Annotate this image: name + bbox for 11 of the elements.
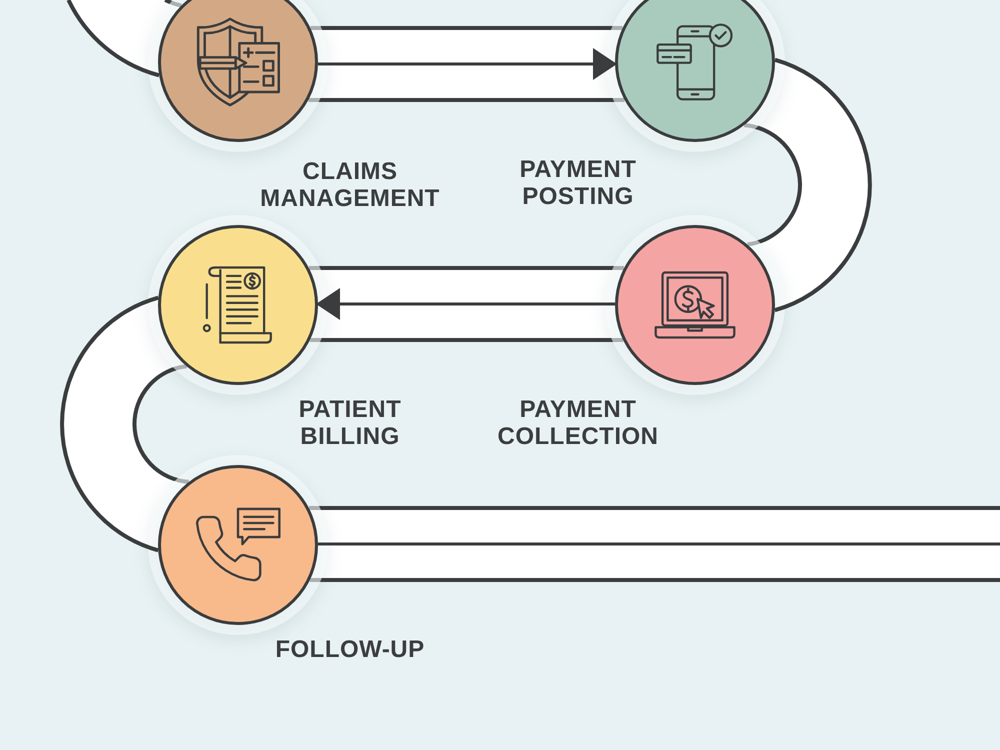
step-label: FOLLOW-UP (274, 636, 426, 663)
arrow (318, 48, 617, 80)
arrow (316, 288, 615, 320)
step-circle (615, 0, 775, 142)
curved-road-line (66, 0, 160, 78)
curved-road-line (60, 296, 159, 552)
step-label: PAYMENT COLLECTION (496, 396, 660, 450)
curved-road-line (774, 58, 872, 312)
step-label: PATIENT BILLING (298, 396, 402, 450)
step-label: PAYMENT POSTING (518, 156, 638, 210)
step-label: CLAIMS MANAGEMENT (259, 158, 441, 212)
